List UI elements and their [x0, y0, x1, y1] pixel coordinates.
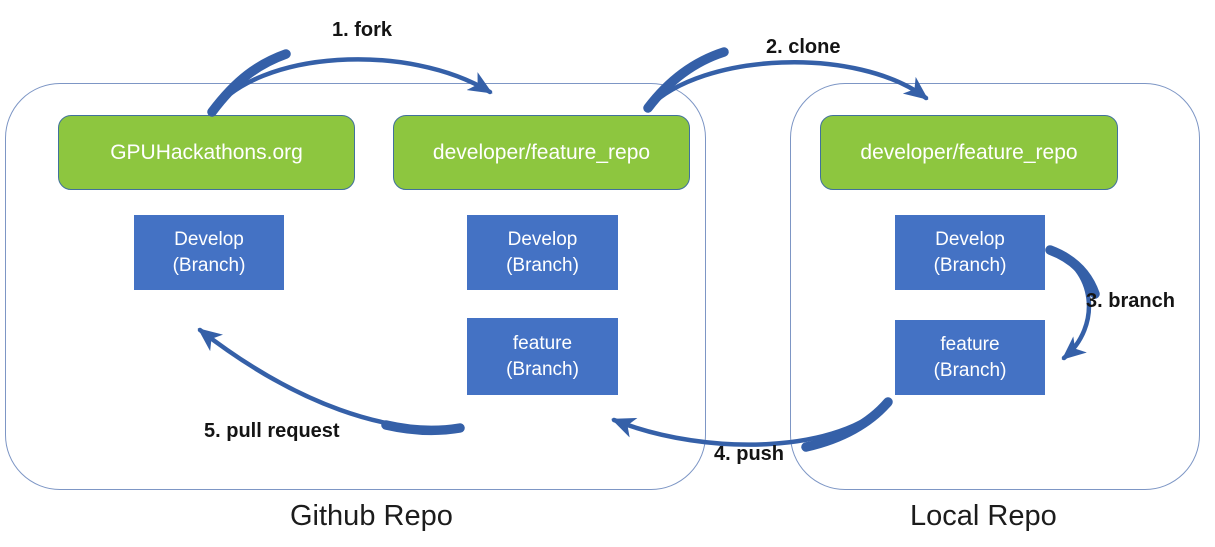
push-step-label: 4. push [714, 443, 785, 465]
branch-box-feature-fork: feature (Branch) [467, 318, 618, 395]
clone-step-label: 2. clone [766, 36, 841, 58]
local-repo-caption: Local Repo [910, 500, 1057, 532]
pull-request-step-label: 5. pull request [204, 420, 340, 442]
github-repo-caption: Github Repo [290, 500, 453, 532]
branch-box-develop-local: Develop (Branch) [895, 215, 1045, 290]
branch-box-develop-fork: Develop (Branch) [467, 215, 618, 290]
repo-box-developer-feature-github: developer/feature_repo [393, 115, 690, 190]
fork-step-label: 1. fork [332, 19, 393, 41]
local-repo-container [790, 83, 1200, 490]
branch-box-feature-local: feature (Branch) [895, 320, 1045, 395]
repo-box-developer-feature-local: developer/feature_repo [820, 115, 1118, 190]
branch-box-develop-origin: Develop (Branch) [134, 215, 284, 290]
repo-box-gpuhackathons: GPUHackathons.org [58, 115, 355, 190]
branch-step-label: 3. branch [1086, 290, 1175, 312]
